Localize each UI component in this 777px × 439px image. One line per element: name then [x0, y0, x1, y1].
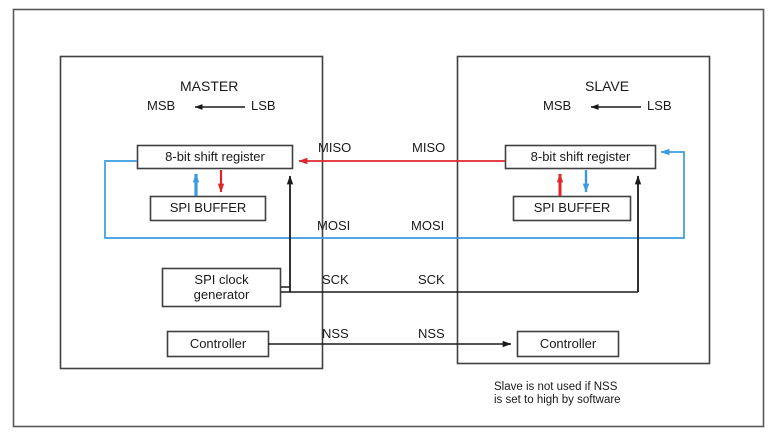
master-spi-buffer-box	[149, 195, 267, 222]
master-shift-register-label: 8-bit shift register	[165, 148, 265, 164]
slave-spi-buffer-box	[512, 195, 632, 222]
mosi-line	[104, 148, 685, 239]
slave-shift-register-label: 8-bit shift register	[530, 148, 631, 164]
slave-spi-buffer-label: SPI BUFFER	[533, 200, 611, 216]
nss-note: Slave is not used if NSS is set to high …	[494, 381, 621, 406]
miso-label-master-side: MISO	[318, 140, 352, 155]
sck-label-master-side: SCK	[322, 272, 349, 287]
nss-label-master-side: NSS	[322, 326, 349, 341]
slave-msb-label: MSB	[543, 98, 572, 113]
master-clock-generator-label: SPI clock generator	[193, 271, 250, 302]
slave-controller-box	[516, 330, 620, 358]
master-shift-register-box	[136, 144, 294, 170]
slave-enclosure	[456, 55, 711, 365]
master-msb-label: MSB	[147, 98, 176, 113]
mosi-label-slave-side: MOSI	[411, 218, 445, 233]
master-enclosure	[59, 55, 324, 370]
slave-title: SLAVE	[585, 78, 630, 94]
master-spi-buffer-label: SPI BUFFER	[169, 200, 247, 216]
master-clock-generator-box	[161, 267, 282, 308]
slave-shift-register-box	[504, 144, 657, 170]
sck-label-slave-side: SCK	[418, 272, 445, 287]
slave-lsb-label: LSB	[647, 98, 672, 113]
mosi-label-master-side: MOSI	[317, 218, 351, 233]
master-controller-box	[166, 330, 270, 358]
master-title: MASTER	[180, 78, 239, 94]
nss-label-slave-side: NSS	[418, 326, 445, 341]
master-lsb-label: LSB	[251, 98, 276, 113]
miso-label-slave-side: MISO	[412, 140, 446, 155]
outer-frame	[12, 8, 765, 428]
slave-controller-label: Controller	[539, 335, 597, 351]
master-controller-label: Controller	[189, 335, 247, 351]
